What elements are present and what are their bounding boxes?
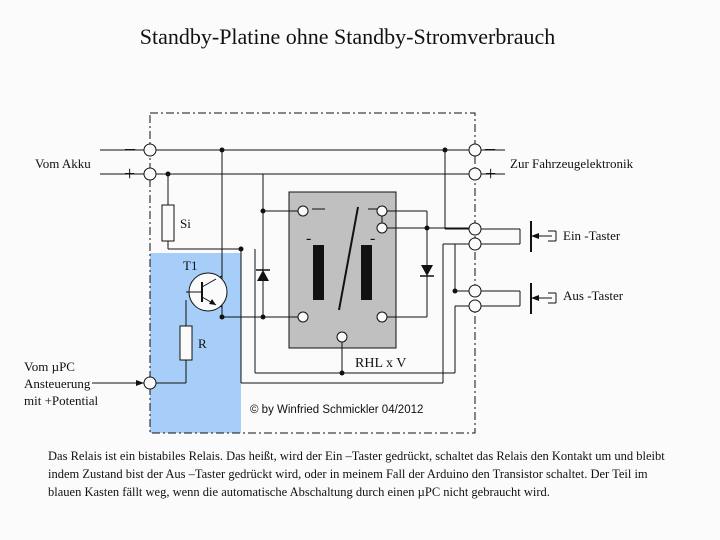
on-button-label: Ein -Taster: [563, 228, 621, 243]
page-title: Standby-Platine ohne Standby-Stromverbra…: [139, 24, 556, 49]
mcu-label-line3: mit +Potential: [24, 393, 99, 408]
coil-right-minus: -: [370, 230, 375, 247]
copyright: © by Winfried Schmickler 04/2012: [250, 404, 423, 416]
mcu-label-line2: Ansteuerung: [24, 376, 91, 391]
relay-coil-right: [361, 245, 372, 300]
mcu-label-line1: Vom µPC: [24, 359, 75, 374]
fuse-label: Si: [180, 216, 191, 231]
diode-left: [256, 269, 270, 281]
mcu-input-arrow: [136, 380, 144, 386]
relay-label: RHL x V: [355, 356, 406, 371]
vehicle-minus-sign: –: [484, 137, 496, 159]
relay-coil-left: [313, 245, 324, 300]
vehicle-plus-sign: +: [485, 163, 496, 185]
board-terminals: [143, 143, 482, 390]
transistor-label: T1: [183, 258, 197, 273]
battery-plus-sign: +: [124, 163, 135, 185]
battery-minus-sign: –: [124, 137, 136, 159]
transistor-t1: [186, 272, 228, 312]
description-text: Das Relais ist ein bistabiles Relais. Da…: [48, 449, 665, 499]
off-button-label: Aus -Taster: [563, 288, 624, 303]
junction-dots: [165, 147, 458, 376]
relay-switch-arm: [338, 206, 359, 311]
resistor: [179, 325, 193, 361]
relay-terminals: [297, 205, 388, 343]
board-outline: [149, 112, 476, 434]
diode-right: [420, 265, 434, 277]
vehicle-label: Zur Fahrzeugelektronik: [510, 156, 634, 171]
resistor-label: R: [198, 336, 207, 351]
coil-left-minus: -: [306, 230, 311, 247]
battery-label: Vom Akku: [35, 156, 91, 171]
fuse: [161, 204, 175, 242]
